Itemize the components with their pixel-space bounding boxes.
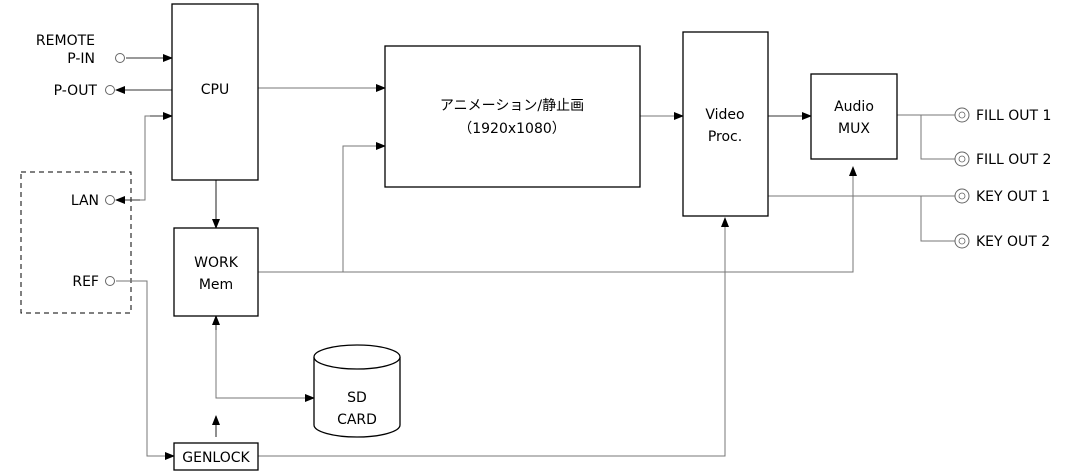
pin-label: P-IN xyxy=(67,51,95,67)
fill-out-1-port-icon xyxy=(954,107,970,123)
video-label-2: Proc. xyxy=(708,129,742,145)
wire-ref-to-genlock xyxy=(116,280,175,460)
wire-video-to-key xyxy=(768,195,955,242)
sd-label-1: SD xyxy=(347,390,367,406)
lan-port-icon xyxy=(105,195,115,205)
wire-audio-to-fill xyxy=(897,114,955,160)
pout-label: P-OUT xyxy=(54,83,98,99)
genlock-label: GENLOCK xyxy=(182,450,250,466)
audio-label-1: Audio xyxy=(834,99,874,115)
genlock-block xyxy=(173,442,259,471)
video-label-1: Video xyxy=(705,107,744,123)
ref-label: REF xyxy=(72,274,99,290)
wire-work-sd xyxy=(215,318,315,402)
key-out-1-port-icon xyxy=(954,188,970,204)
key-out-2-port-icon xyxy=(954,233,970,249)
work-label-2: Mem xyxy=(199,277,233,293)
fill-out-2-port-icon xyxy=(954,151,970,167)
lan-label: LAN xyxy=(71,193,99,209)
fill-out-2-label: FILL OUT 2 xyxy=(976,152,1051,168)
video-proc-block xyxy=(682,31,769,217)
key-out-2-label: KEY OUT 2 xyxy=(976,234,1050,250)
animation-label-1: アニメーション/静止画 xyxy=(440,98,584,114)
wire-lan-cpu xyxy=(116,115,172,201)
wire-genlock-to-video xyxy=(258,217,729,457)
work-mem-block xyxy=(173,227,259,317)
animation-label-2: （1920x1080） xyxy=(458,121,566,137)
key-out-1-label: KEY OUT 1 xyxy=(976,189,1050,205)
work-label-1: WORK xyxy=(194,255,239,271)
cpu-label: CPU xyxy=(201,82,229,98)
sd-label-2: CARD xyxy=(337,412,377,428)
ref-port-icon xyxy=(105,276,115,286)
audio-mux-block xyxy=(810,73,898,160)
fill-out-1-label: FILL OUT 1 xyxy=(976,108,1051,124)
pout-port-icon xyxy=(105,85,115,95)
pin-port-icon xyxy=(115,53,125,63)
external-port-group xyxy=(20,171,132,314)
animation-block xyxy=(384,45,641,188)
cpu-block xyxy=(171,3,259,181)
remote-label: REMOTE xyxy=(36,33,95,49)
wire-work-to-anim xyxy=(258,142,386,273)
wire-work-to-audio xyxy=(343,166,857,273)
signal-wires xyxy=(115,54,955,460)
sd-card-cylinder xyxy=(313,344,401,438)
audio-label-2: MUX xyxy=(838,121,870,137)
